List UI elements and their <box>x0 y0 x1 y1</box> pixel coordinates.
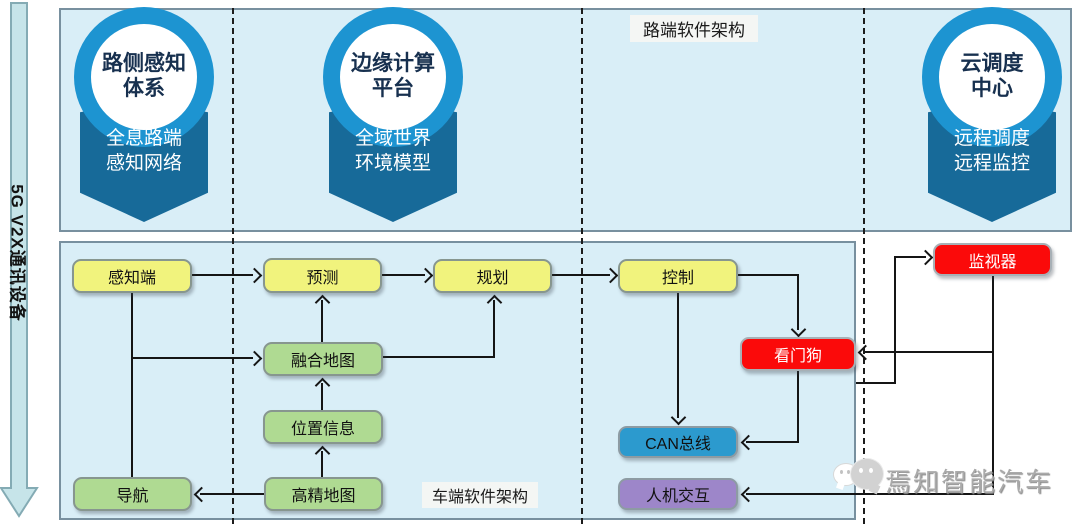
badge-title: 边缘计算 平台 <box>351 52 435 100</box>
line-hdmap-navigation <box>200 493 264 495</box>
line-position-fusionmap <box>321 383 323 410</box>
node-hmi: 人机交互 <box>618 478 738 510</box>
line-control-canbus <box>677 293 679 418</box>
line-perception-prediction <box>192 274 253 276</box>
down-arrow-shape <box>0 2 39 518</box>
node-monitor: 监视器 <box>933 243 1052 276</box>
line-monitor-down <box>992 276 994 495</box>
badge-subtitle: 全息路端 感知网络 <box>105 128 182 175</box>
badge-cloud-dispatch: 云调度 中心 远程调度 远程监控 <box>922 7 1062 223</box>
line-prediction-planning <box>382 274 425 276</box>
side-arrow-label: 5G V2X通讯设备 <box>7 184 27 322</box>
dashed-separator-2 <box>581 8 583 524</box>
node-position-info: 位置信息 <box>263 410 383 444</box>
wechat-bubbles-icon <box>850 458 884 490</box>
line-panel-monitor-h2 <box>894 256 926 258</box>
arrowhead <box>917 249 934 266</box>
badge-roadside-perception: 路侧感知 体系 全息路端 感知网络 <box>74 7 214 223</box>
dashed-separator-3 <box>863 8 865 524</box>
watermark-text: 焉知智能汽车 <box>885 467 1054 497</box>
line-fusionmap-planning-v <box>493 300 495 357</box>
badge-inner-circle: 云调度 中心 <box>939 24 1045 130</box>
badge-title: 云调度 中心 <box>960 52 1024 100</box>
node-can-bus: CAN总线 <box>618 426 738 458</box>
watermark: 焉知智能汽车 <box>833 455 1058 503</box>
node-hd-map: 高精地图 <box>264 477 383 511</box>
icon-eye <box>847 470 850 474</box>
node-navigation: 导航 <box>73 477 192 511</box>
node-perception: 感知端 <box>72 259 192 293</box>
icon-eye <box>869 468 873 473</box>
line-hdmap-position <box>321 451 323 477</box>
node-control: 控制 <box>618 259 738 293</box>
line-monitor-hmi <box>746 493 994 495</box>
badge-subtitle: 全域世界 环境模型 <box>354 128 431 175</box>
line-fusionmap-prediction <box>321 300 323 342</box>
dashed-separator-1 <box>232 8 234 524</box>
badge-inner-circle: 边缘计算 平台 <box>340 24 446 130</box>
icon-eye <box>840 470 843 474</box>
line-monitor-watchdog <box>863 351 994 353</box>
line-panel-monitor-v <box>894 256 896 384</box>
line-control-watchdog-h <box>738 274 799 276</box>
line-watchdog-canbus-h <box>746 441 799 443</box>
badge-subtitle: 远程调度 远程监控 <box>953 128 1030 175</box>
roadside-panel <box>59 8 1072 232</box>
vehicle-panel-label: 车端软件架构 <box>422 482 538 508</box>
line-perception-navigation <box>131 293 133 477</box>
icon-eye <box>859 468 863 473</box>
line-watchdog-canbus-v <box>797 371 799 443</box>
line-planning-control <box>552 274 610 276</box>
line-control-watchdog-v <box>797 274 799 330</box>
node-planning: 规划 <box>433 259 552 293</box>
node-fusion-map: 融合地图 <box>263 342 383 376</box>
badge-title: 路侧感知 体系 <box>102 52 186 100</box>
node-watchdog: 看门狗 <box>740 337 856 371</box>
line-fusionmap-planning-h <box>382 356 495 358</box>
badge-inner-circle: 路侧感知 体系 <box>91 24 197 130</box>
badge-edge-computing: 边缘计算 平台 全域世界 环境模型 <box>323 7 463 223</box>
line-panel-monitor-h1 <box>856 382 896 384</box>
roadside-panel-label: 路端软件架构 <box>630 15 758 42</box>
node-prediction: 预测 <box>263 258 382 293</box>
line-perception-fusionmap <box>131 357 253 359</box>
arrowhead <box>857 344 874 361</box>
